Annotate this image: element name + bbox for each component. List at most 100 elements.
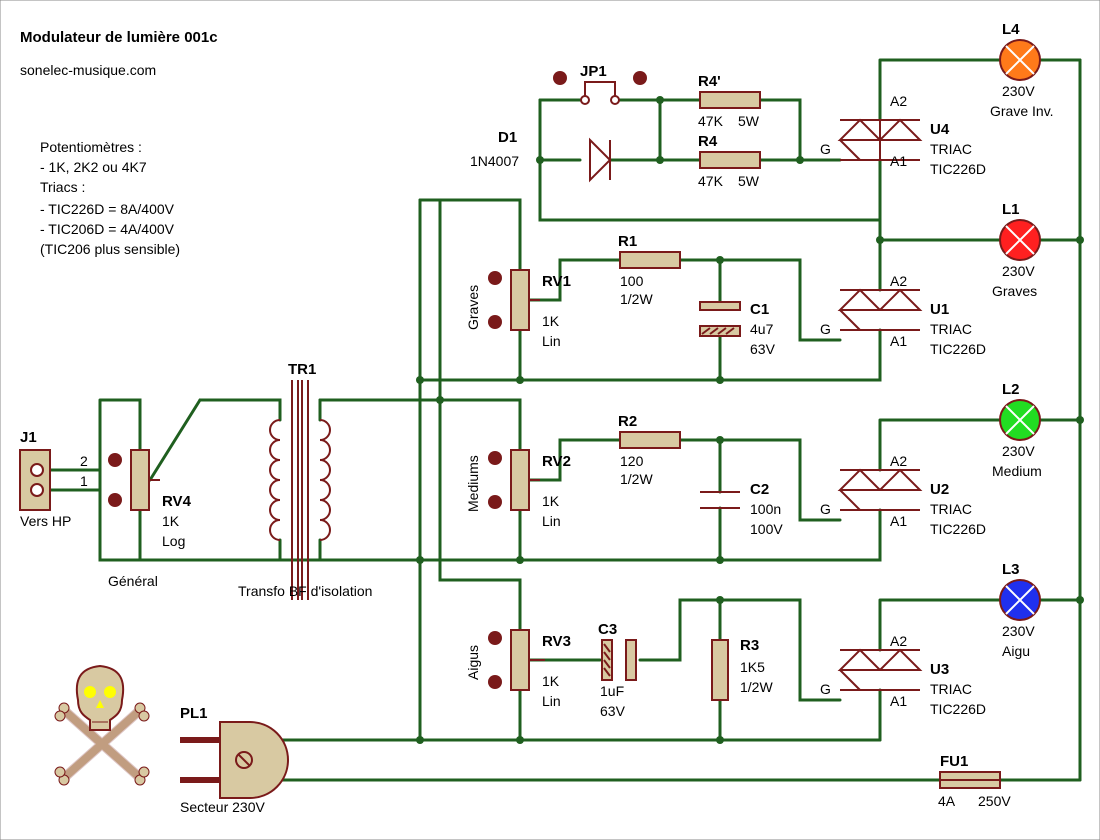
rv1-value: 1K bbox=[542, 313, 560, 329]
r2-value: 120 bbox=[620, 453, 644, 469]
u3-a1: A1 bbox=[890, 693, 907, 709]
c1-value: 4u7 bbox=[750, 321, 774, 337]
note-line: Triacs : bbox=[40, 179, 85, 195]
c3-ref: C3 bbox=[598, 621, 617, 638]
l1-label: Graves bbox=[992, 283, 1037, 299]
junction-dot bbox=[516, 556, 524, 564]
u1-a2: A2 bbox=[890, 273, 907, 289]
resistor-r4p: R4' 47K 5W bbox=[698, 73, 761, 129]
rv1-ref: RV1 bbox=[542, 273, 571, 290]
r1-power: 1/2W bbox=[620, 291, 653, 307]
junction-dot bbox=[516, 736, 524, 744]
d1-value: 1N4007 bbox=[470, 153, 519, 169]
u3-ref: U3 bbox=[930, 661, 949, 678]
r2-ref: R2 bbox=[618, 413, 637, 430]
junction-dot bbox=[436, 396, 444, 404]
resistor-r4: R4 47K 5W bbox=[698, 133, 761, 189]
u4-model: TIC226D bbox=[930, 161, 986, 177]
potentiometer-rv4: RV4 1K Log Général bbox=[108, 449, 192, 589]
u2-ref: U2 bbox=[930, 481, 949, 498]
jumper-jp1: JP1 bbox=[553, 63, 647, 105]
tr1-label: Transfo BF d'isolation bbox=[238, 583, 372, 599]
junction-dot bbox=[796, 156, 804, 164]
u2-a2: A2 bbox=[890, 453, 907, 469]
aigus-pot-label: Aigus bbox=[465, 645, 481, 680]
triac-u2: G A2 A1 U2 TRIAC TIC226D bbox=[820, 453, 986, 537]
u4-ref: U4 bbox=[930, 121, 950, 138]
l2-label: Medium bbox=[992, 463, 1042, 479]
junction-dot bbox=[656, 96, 664, 104]
note-line: - 1K, 2K2 ou 4K7 bbox=[40, 159, 147, 175]
l4-voltage: 230V bbox=[1002, 83, 1035, 99]
l3-label: Aigu bbox=[1002, 643, 1030, 659]
c2-voltage: 100V bbox=[750, 521, 783, 537]
r3-value: 1K5 bbox=[740, 659, 765, 675]
r3-power: 1/2W bbox=[740, 679, 773, 695]
junction-dot bbox=[716, 736, 724, 744]
r4p-value: 47K bbox=[698, 113, 724, 129]
r4-value: 47K bbox=[698, 173, 724, 189]
c3-voltage: 63V bbox=[600, 703, 626, 719]
rv2-value: 1K bbox=[542, 493, 560, 509]
graves-pot-label: Graves bbox=[465, 285, 481, 330]
jp1-ref: JP1 bbox=[580, 63, 607, 80]
l3-ref: L3 bbox=[1002, 561, 1020, 578]
diode-d1: D1 1N4007 bbox=[470, 129, 612, 183]
notes-block: Potentiomètres : - 1K, 2K2 ou 4K7 Triacs… bbox=[40, 139, 180, 257]
note-line: - TIC206D = 4A/400V bbox=[40, 221, 175, 237]
u4-type: TRIAC bbox=[930, 141, 972, 157]
j1-ref: J1 bbox=[20, 429, 37, 446]
u2-model: TIC226D bbox=[930, 521, 986, 537]
rv2-ref: RV2 bbox=[542, 453, 571, 470]
junction-dot bbox=[656, 156, 664, 164]
tr1-ref: TR1 bbox=[288, 361, 316, 378]
junction-dot bbox=[1076, 416, 1084, 424]
triac-u3: G A2 A1 U3 TRIAC TIC226D bbox=[820, 633, 986, 717]
pl1-ref: PL1 bbox=[180, 705, 208, 722]
r1-value: 100 bbox=[620, 273, 644, 289]
u4-gate: G bbox=[820, 141, 831, 157]
junction-dot bbox=[716, 596, 724, 604]
junction-dot bbox=[716, 256, 724, 264]
u1-ref: U1 bbox=[930, 301, 949, 318]
channel-mediums: Mediums RV2 1K Lin R2 120 1/2W C2 100n 1… bbox=[465, 413, 783, 537]
junction-dot bbox=[716, 376, 724, 384]
note-line: Potentiomètres : bbox=[40, 139, 142, 155]
r4-power: 5W bbox=[738, 173, 760, 189]
page-title: Modulateur de lumière 001c bbox=[20, 29, 218, 46]
note-line: (TIC206 plus sensible) bbox=[40, 241, 180, 257]
website-label: sonelec-musique.com bbox=[20, 62, 156, 78]
rv4-label: Général bbox=[108, 573, 158, 589]
skull-eye bbox=[84, 686, 96, 698]
r4-ref: R4 bbox=[698, 133, 718, 150]
skull-eye bbox=[104, 686, 116, 698]
j1-pin2: 2 bbox=[80, 453, 88, 469]
junction-dot bbox=[416, 556, 424, 564]
j1-label: Vers HP bbox=[20, 513, 71, 529]
j1-pin1: 1 bbox=[80, 473, 88, 489]
u1-model: TIC226D bbox=[930, 341, 986, 357]
u2-type: TRIAC bbox=[930, 501, 972, 517]
r4p-power: 5W bbox=[738, 113, 760, 129]
c2-value: 100n bbox=[750, 501, 781, 517]
d1-ref: D1 bbox=[498, 129, 517, 146]
u2-a1: A1 bbox=[890, 513, 907, 529]
fu1-ref: FU1 bbox=[940, 753, 968, 770]
rv3-value: 1K bbox=[542, 673, 560, 689]
junction-dot bbox=[416, 376, 424, 384]
lamp-l2: L2 230V Medium bbox=[992, 381, 1042, 479]
u3-gate: G bbox=[820, 681, 831, 697]
rv2-taper: Lin bbox=[542, 513, 561, 529]
l2-ref: L2 bbox=[1002, 381, 1020, 398]
transformer-tr1: TR1 Transfo BF d'isolation bbox=[238, 361, 372, 600]
pl1-label: Secteur 230V bbox=[180, 799, 265, 815]
lamp-l1: L1 230V Graves bbox=[992, 201, 1041, 299]
plug-pl1: PL1 Secteur 230V bbox=[180, 705, 289, 815]
rv4-taper: Log bbox=[162, 533, 185, 549]
lamp-l4: L4 230V Grave Inv. bbox=[990, 21, 1054, 119]
l4-ref: L4 bbox=[1002, 21, 1020, 38]
c3-value: 1uF bbox=[600, 683, 624, 699]
rv1-taper: Lin bbox=[542, 333, 561, 349]
r1-ref: R1 bbox=[618, 233, 637, 250]
rv4-ref: RV4 bbox=[162, 493, 192, 510]
